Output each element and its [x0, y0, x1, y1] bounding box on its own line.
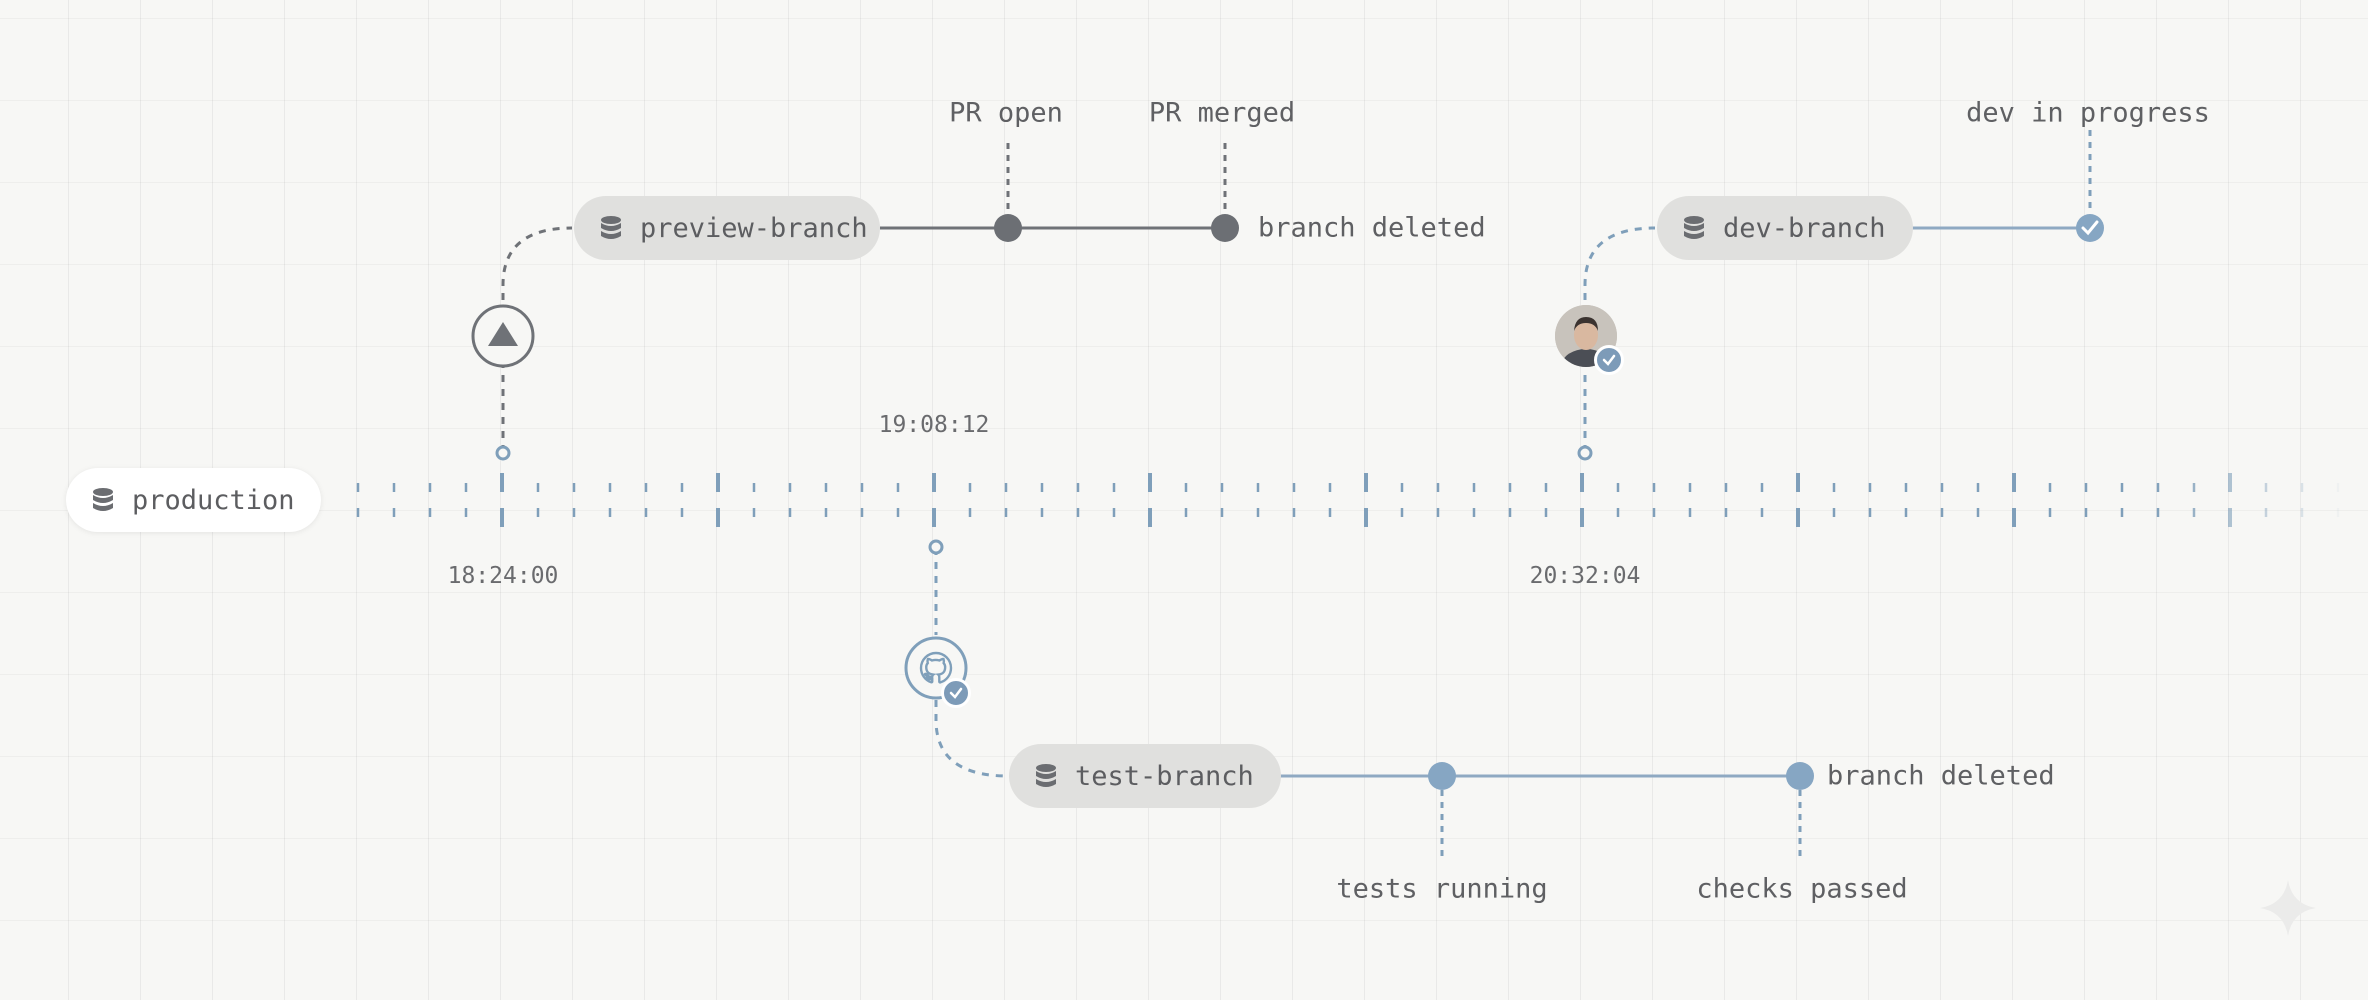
pr-open-label: PR open: [949, 97, 1063, 129]
test-branch-pill[interactable]: test-branch: [1009, 744, 1281, 808]
time-label-1: 18:24:00: [447, 563, 559, 589]
test-branch-label: test-branch: [1075, 760, 1254, 792]
sparkle-icon: [2260, 880, 2316, 936]
pr-merged-label: PR merged: [1148, 97, 1296, 129]
dev-branch-pill[interactable]: dev-branch: [1657, 196, 1913, 260]
check-badge-icon: [941, 678, 971, 708]
dev-branch-curve: [1583, 226, 1656, 300]
database-icon: [1035, 763, 1057, 789]
preview-branch-label: preview-branch: [640, 212, 868, 244]
pr-open-node: [994, 214, 1022, 242]
time-label-3: 20:32:04: [1529, 563, 1641, 589]
check-icon: [2081, 220, 2099, 236]
dev-in-progress-label: dev in progress: [1966, 97, 2210, 129]
github-icon: [918, 650, 954, 686]
triangle-deploy-icon: [488, 322, 518, 346]
check-badge-icon: [1594, 345, 1624, 375]
preview-branch-deleted-label: branch deleted: [1258, 212, 1486, 244]
database-icon: [1683, 215, 1705, 241]
tests-running-node: [1428, 762, 1456, 790]
test-branch-deleted-label: branch deleted: [1827, 760, 2055, 792]
database-icon: [600, 215, 622, 241]
dev-branch-label: dev-branch: [1723, 212, 1886, 244]
tests-running-label: tests running: [1336, 873, 1548, 905]
preview-branch-origin: [495, 445, 511, 461]
preview-branch-curve: [501, 226, 573, 300]
test-branch-curve: [934, 700, 1009, 778]
dev-branch-origin: [1577, 445, 1593, 461]
database-icon: [92, 487, 114, 513]
test-branch-origin: [928, 539, 944, 555]
checks-passed-label: checks passed: [1696, 873, 1908, 905]
production-pill[interactable]: production: [66, 468, 321, 532]
preview-branch-pill[interactable]: preview-branch: [574, 196, 880, 260]
time-label-2: 19:08:12: [878, 412, 990, 438]
production-label: production: [132, 484, 295, 516]
pr-merged-node: [1211, 214, 1239, 242]
checks-passed-node: [1786, 762, 1814, 790]
timeline-ticks: [356, 473, 2340, 527]
dev-in-progress-node: [2076, 214, 2104, 242]
